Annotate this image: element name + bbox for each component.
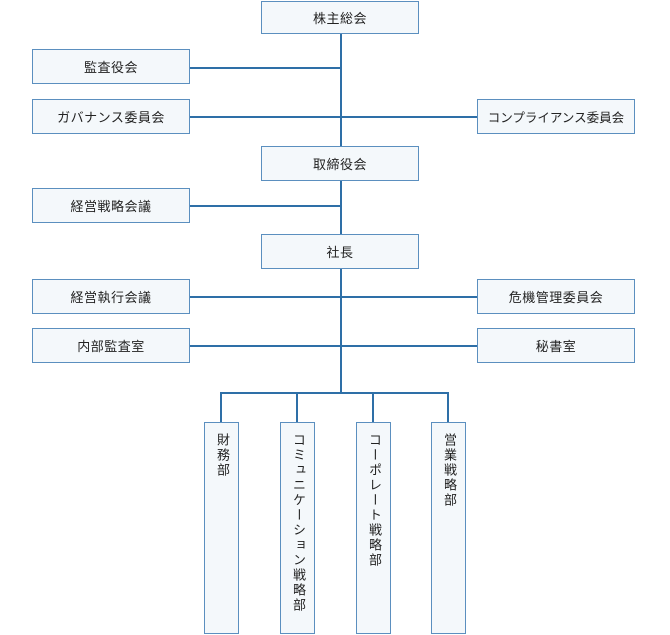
department-finance-label: 財務部 (214, 433, 229, 478)
governance-box: ガバナンス委員会 (32, 99, 190, 134)
compliance-label: コンプライアンス委員会 (487, 110, 625, 125)
strategy-meeting-box: 経営戦略会議 (32, 188, 190, 223)
department-finance-box: 財務部 (204, 422, 239, 634)
secretary-label: 秘書室 (535, 340, 577, 355)
internal-audit-label: 内部監査室 (77, 340, 145, 355)
secretary-box: 秘書室 (477, 328, 635, 363)
department-communication-label: コミュニケーション戦略部 (290, 433, 305, 613)
shareholders-box: 株主総会 (261, 1, 419, 34)
governance-label: ガバナンス委員会 (57, 111, 165, 126)
connector-strategy-meeting (190, 205, 341, 207)
president-label: 社長 (326, 246, 354, 261)
auditors-box: 監査役会 (32, 49, 190, 84)
risk-box: 危機管理委員会 (477, 279, 635, 314)
strategy-meeting-label: 経営戦略会議 (70, 200, 152, 215)
exec-meeting-box: 経営執行会議 (32, 279, 190, 314)
department-sales-label: 営業戦略部 (441, 433, 456, 508)
connector-dept-4 (447, 392, 449, 422)
board-box: 取締役会 (261, 146, 419, 181)
connector-main-vertical (340, 33, 342, 393)
connector-exec-risk (190, 296, 478, 298)
connector-dept-3 (372, 392, 374, 422)
connector-departments-horizontal (220, 392, 449, 394)
exec-meeting-label: 経営執行会議 (70, 291, 152, 306)
connector-auditors (190, 67, 341, 69)
shareholders-label: 株主総会 (312, 12, 367, 27)
risk-label: 危機管理委員会 (508, 291, 604, 306)
connector-audit-secretary (190, 345, 478, 347)
auditors-label: 監査役会 (83, 61, 138, 76)
department-corporate-box: コーポレート戦略部 (356, 422, 391, 634)
department-corporate-label: コーポレート戦略部 (366, 433, 381, 568)
internal-audit-box: 内部監査室 (32, 328, 190, 363)
department-communication-box: コミュニケーション戦略部 (280, 422, 315, 634)
connector-dept-2 (296, 392, 298, 422)
connector-governance-compliance (190, 116, 478, 118)
connector-dept-1 (220, 392, 222, 422)
department-sales-box: 営業戦略部 (431, 422, 466, 634)
president-box: 社長 (261, 234, 419, 269)
board-label: 取締役会 (312, 158, 367, 173)
compliance-box: コンプライアンス委員会 (477, 99, 635, 134)
